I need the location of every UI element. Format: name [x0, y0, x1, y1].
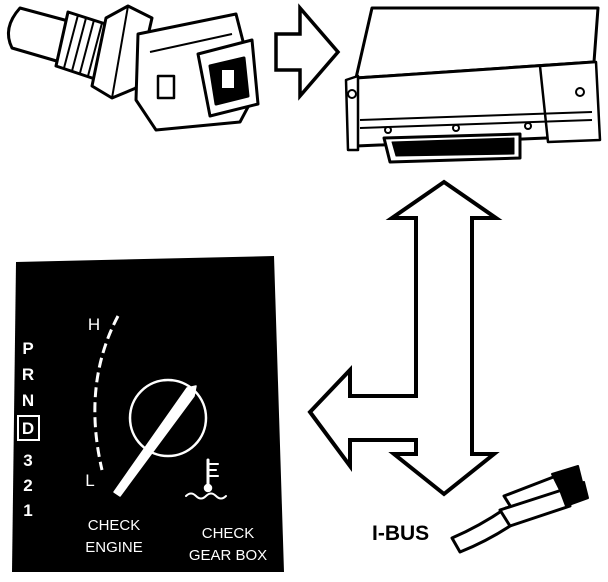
signal-arrow-right [274, 3, 341, 101]
check-engine-line1: CHECK [88, 517, 141, 534]
gear-selector-indicator: P R N D 3 2 1 [17, 339, 40, 520]
check-gearbox-line2: GEAR BOX [189, 547, 267, 564]
gear-position-3: 3 [23, 451, 32, 470]
gauge-high-label: H [88, 315, 100, 334]
gauge-low-label: L [85, 471, 94, 490]
gauge-needle [113, 385, 197, 497]
instrument-cluster: P R N D 3 2 1 H L CHECK ENGINE [12, 256, 284, 572]
control-module [344, 6, 602, 164]
gear-position-p: P [22, 339, 33, 358]
check-engine-line2: ENGINE [85, 539, 143, 556]
bus-cable [450, 465, 589, 554]
gear-position-n: N [22, 391, 34, 410]
gauge-hub-circle [128, 378, 208, 458]
gear-position-d: D [22, 419, 34, 438]
gear-position-1: 1 [23, 501, 32, 520]
temperature-gauge: H L [85, 315, 208, 497]
gear-position-2: 2 [23, 476, 32, 495]
bus-distribution-arrow [307, 179, 503, 497]
coolant-temperature-icon [185, 458, 227, 500]
gauge-scale-arc [93, 315, 120, 471]
gear-position-r: R [22, 365, 34, 384]
selected-gear-box [17, 415, 40, 441]
bus-label: I-BUS [372, 522, 429, 545]
check-gearbox-line1: CHECK [202, 525, 255, 542]
temperature-sensor [6, 4, 260, 132]
